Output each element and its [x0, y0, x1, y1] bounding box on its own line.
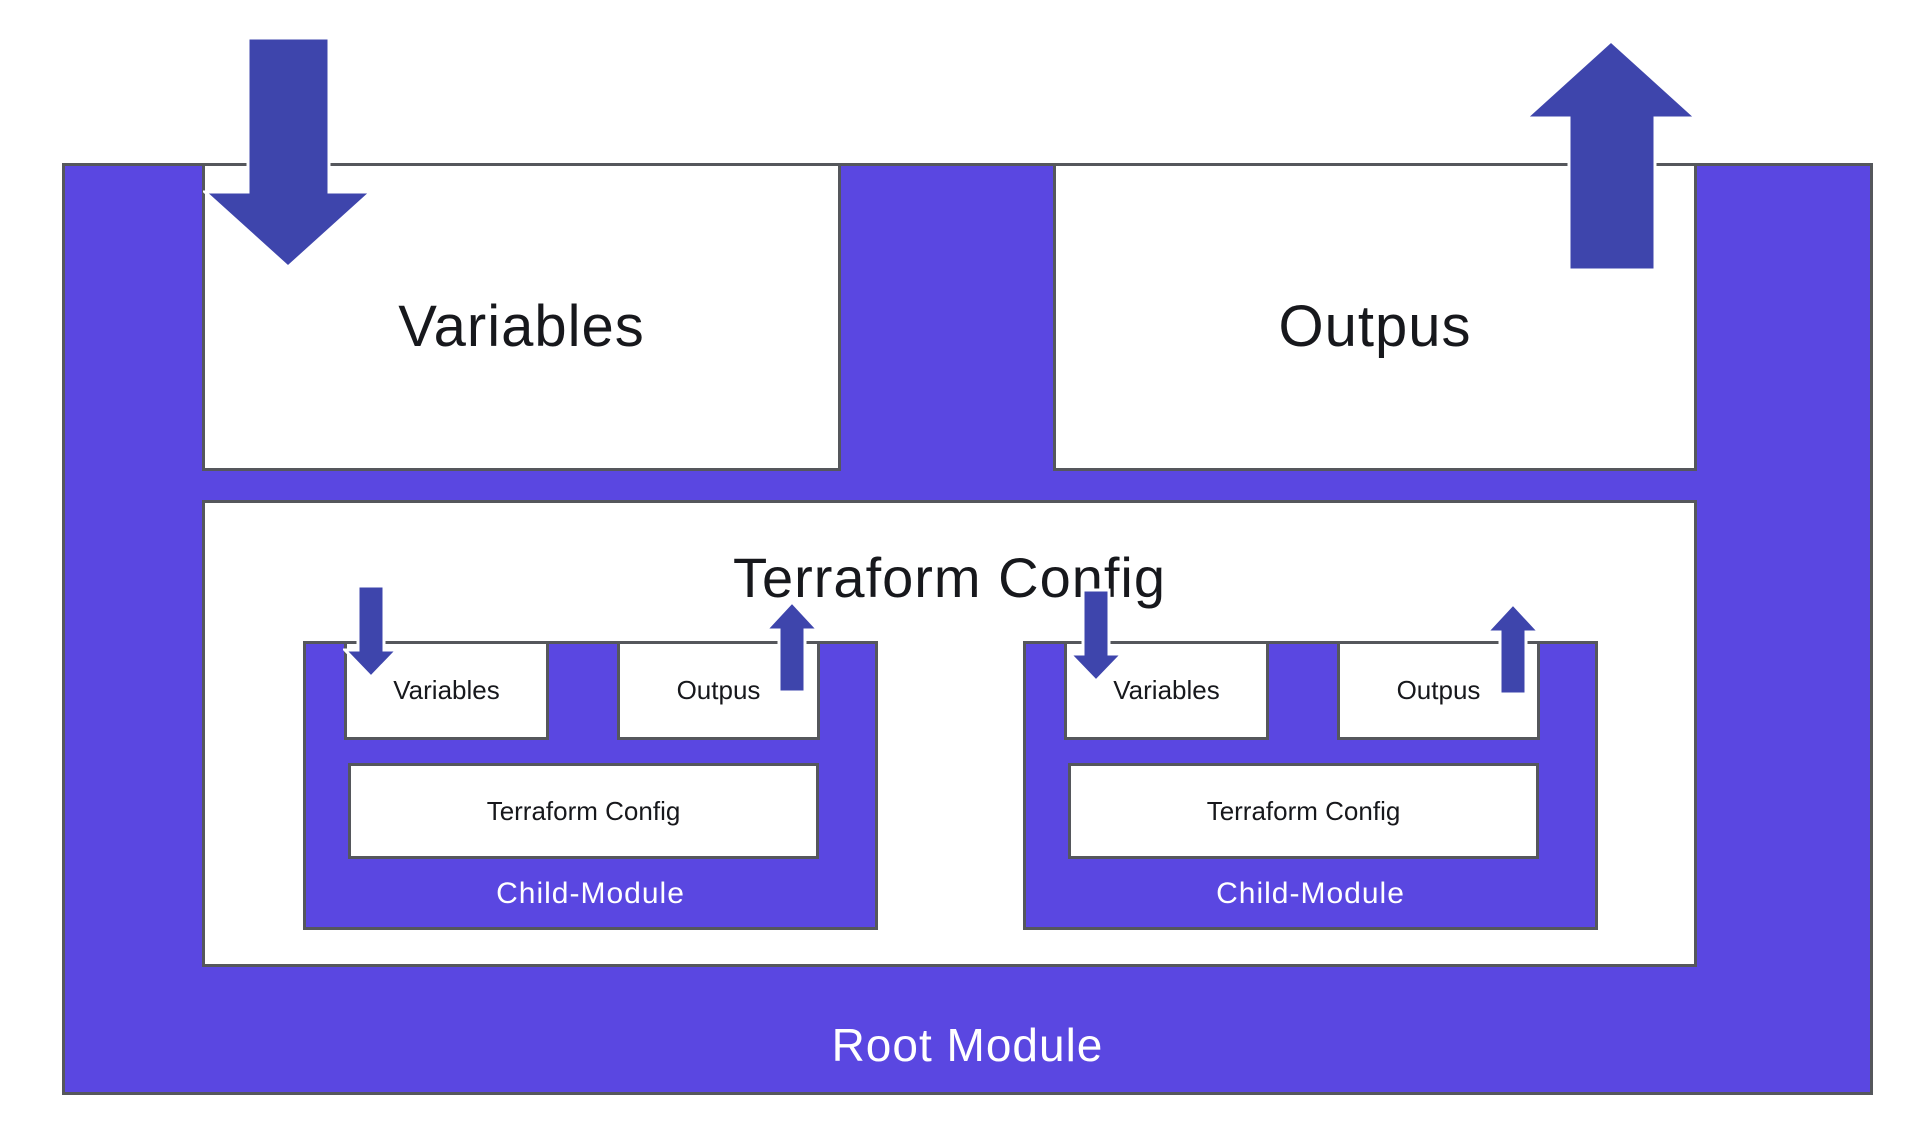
root-outputs-label: Outpus [1278, 293, 1472, 359]
child-1-output-up-arrow-icon [764, 600, 820, 694]
child-1-input-down-arrow-icon [343, 584, 399, 680]
child-1-terraform-config-box: Terraform Config [348, 763, 819, 859]
root-input-down-arrow-icon [203, 36, 373, 270]
child-2-terraform-config-label: Terraform Config [1206, 795, 1401, 826]
child-module-1-label: Child-Module [496, 877, 685, 910]
child-module-1: Variables Outpus Terraform Config Child-… [303, 641, 878, 930]
child-1-variables-label: Variables [393, 675, 500, 705]
child-1-terraform-config-label: Terraform Config [486, 795, 681, 826]
child-2-output-up-arrow-icon [1485, 602, 1541, 696]
child-2-outputs-label: Outpus [1396, 675, 1481, 705]
child-module-2: Variables Outpus Terraform Config Child-… [1023, 641, 1598, 930]
child-2-terraform-config-box: Terraform Config [1068, 763, 1539, 859]
child-module-2-label: Child-Module [1216, 877, 1405, 910]
child-2-input-down-arrow-icon [1068, 588, 1124, 684]
root-terraform-config-label: Terraform Config [732, 546, 1167, 609]
root-module-label: Root Module [831, 1019, 1104, 1071]
root-variables-box: Variables [202, 163, 841, 471]
child-2-variables-label: Variables [1113, 675, 1220, 705]
root-output-up-arrow-icon [1524, 38, 1698, 272]
child-1-outputs-label: Outpus [676, 675, 761, 705]
root-variables-label: Variables [398, 293, 645, 359]
